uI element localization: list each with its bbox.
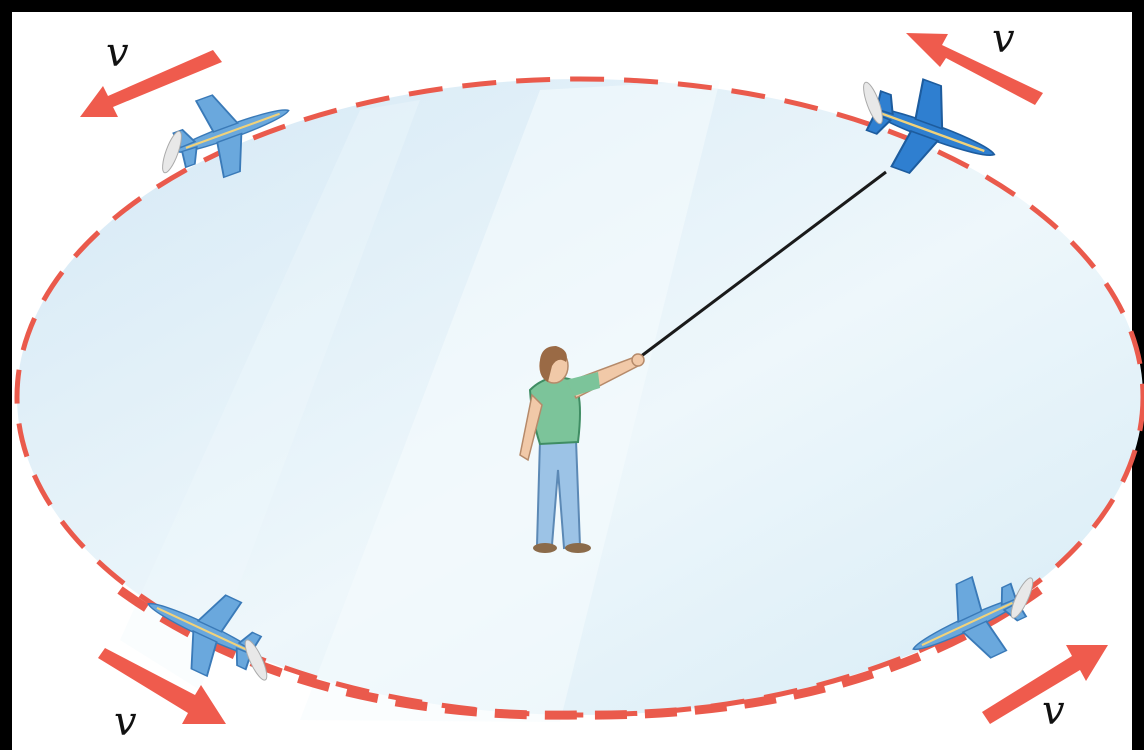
velocity-arrow-icon — [906, 33, 1043, 105]
propeller-icon — [863, 81, 883, 125]
plane-icon — [895, 561, 1040, 687]
velocity-arrow-icon — [98, 648, 226, 724]
light-band — [300, 80, 720, 722]
propeller-icon — [1010, 577, 1034, 619]
orbit-path — [14, 76, 1144, 718]
propeller-icon — [162, 130, 182, 174]
plane-icon — [130, 566, 275, 692]
light-band — [120, 100, 420, 690]
control-string — [639, 170, 887, 359]
velocity-label: v — [992, 16, 1015, 62]
velocity-arrow-icon — [982, 645, 1108, 724]
person-icon — [519, 346, 645, 553]
velocity-label: v — [1042, 688, 1065, 734]
orbit-path-front — [117, 586, 1043, 720]
velocity-label: v — [106, 30, 129, 76]
propeller-icon — [244, 639, 268, 681]
plane-icon — [162, 71, 304, 191]
velocity-arrow-icon — [80, 50, 222, 117]
velocity-label: v — [114, 699, 137, 745]
plane-icon — [853, 65, 1012, 200]
